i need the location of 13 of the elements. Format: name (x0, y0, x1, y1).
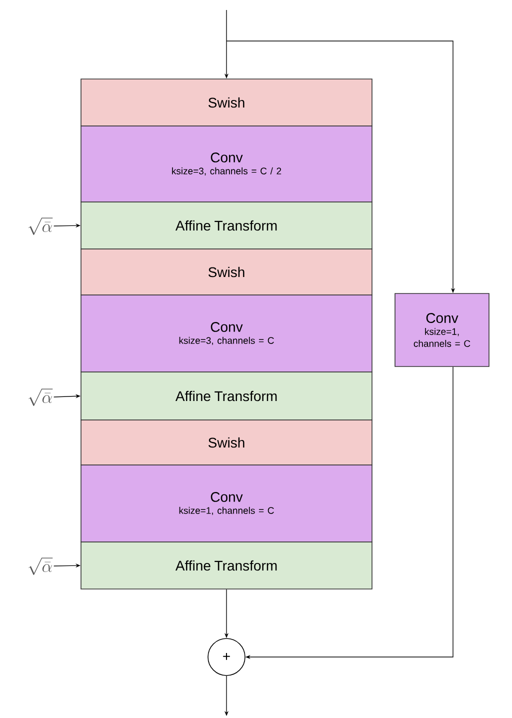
conv-box: Conv ksize=1, channels = C (394, 293, 490, 367)
conv-box: Conv ksize=3, channels = C / 2 (80, 126, 372, 202)
conv-box: Conv ksize=3, channels = C (80, 294, 372, 372)
alpha-label: $\sqrt{\bar{\alpha}}$ (28, 388, 53, 406)
swish-box: Swish (80, 248, 372, 296)
swish-box: Swish (80, 78, 372, 126)
affine-transform-box: Affine Transform (80, 542, 372, 590)
affine-transform-box: Affine Transform (80, 372, 372, 420)
conv-box: Conv ksize=1, channels = C (80, 464, 372, 542)
affine-transform-box: Affine Transform (80, 202, 372, 250)
alpha-label: $\sqrt{\bar{\alpha}}$ (28, 218, 53, 235)
alpha-label: $\sqrt{\bar{\alpha}}$ (28, 558, 53, 575)
swish-box: Swish (80, 420, 372, 466)
